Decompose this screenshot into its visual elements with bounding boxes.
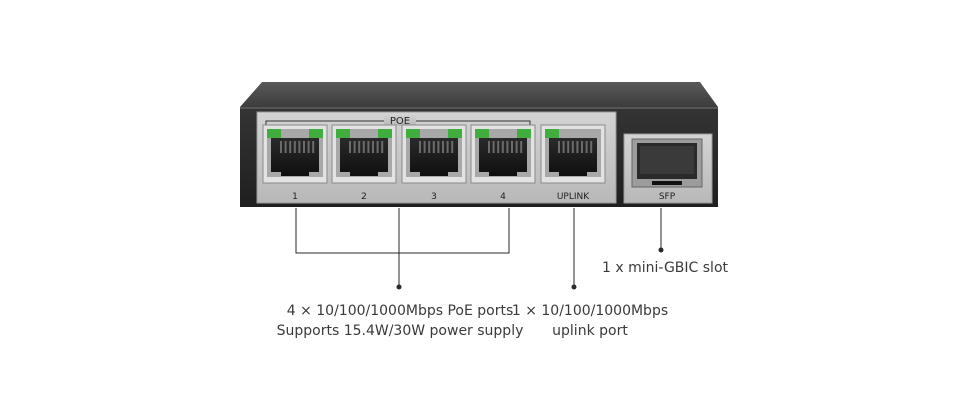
sfp-label: SFP [659,192,676,202]
port-led [336,129,350,138]
port-led [267,129,281,138]
sfp-leader-dot [658,247,664,253]
port-led [475,129,489,138]
poe-ports-caption: 4 × 10/100/1000Mbps PoE ports Supports 1… [255,301,545,341]
port-led [309,129,323,138]
rj45-port-2[interactable]: 2 [331,124,397,202]
port-label: 1 [292,192,298,202]
poe-ports-caption-line2: Supports 15.4W/30W power supply [276,323,524,339]
port-led [406,129,420,138]
poe-ports-caption-line1: 4 × 10/100/1000Mbps PoE ports [286,303,514,319]
poe-bracket-line [295,208,510,254]
chassis-top [240,82,718,107]
port-led [448,129,462,138]
uplink-leader-dot [571,284,577,290]
port-label: 2 [361,192,367,202]
sfp-caption-line1: 1 x mini-GBIC slot [602,260,728,276]
sfp-caption: 1 x mini-GBIC slot [585,258,745,278]
rj45-port-3[interactable]: 3 [401,124,467,202]
uplink-caption: 1 × 10/100/1000Mbps uplink port [505,301,675,341]
leader-lines [295,208,662,286]
rj45-port-uplink[interactable]: UPLINK [540,124,606,202]
port-label: 4 [500,192,506,202]
port-label: 3 [431,192,437,202]
poe-group-label: POE [390,116,410,127]
uplink-caption-line2: uplink port [552,323,628,339]
port-led [545,129,559,138]
uplink-caption-line1: 1 × 10/100/1000Mbps [511,303,669,319]
port-led [378,129,392,138]
port-label: UPLINK [557,192,590,202]
rj45-port-1[interactable]: 1 [262,124,328,202]
sfp-latch [652,181,682,185]
chassis-edge-highlight [240,107,718,109]
port-led [517,129,531,138]
poe-leader-dot [396,284,402,290]
rj45-port-4[interactable]: 4 [470,124,536,202]
